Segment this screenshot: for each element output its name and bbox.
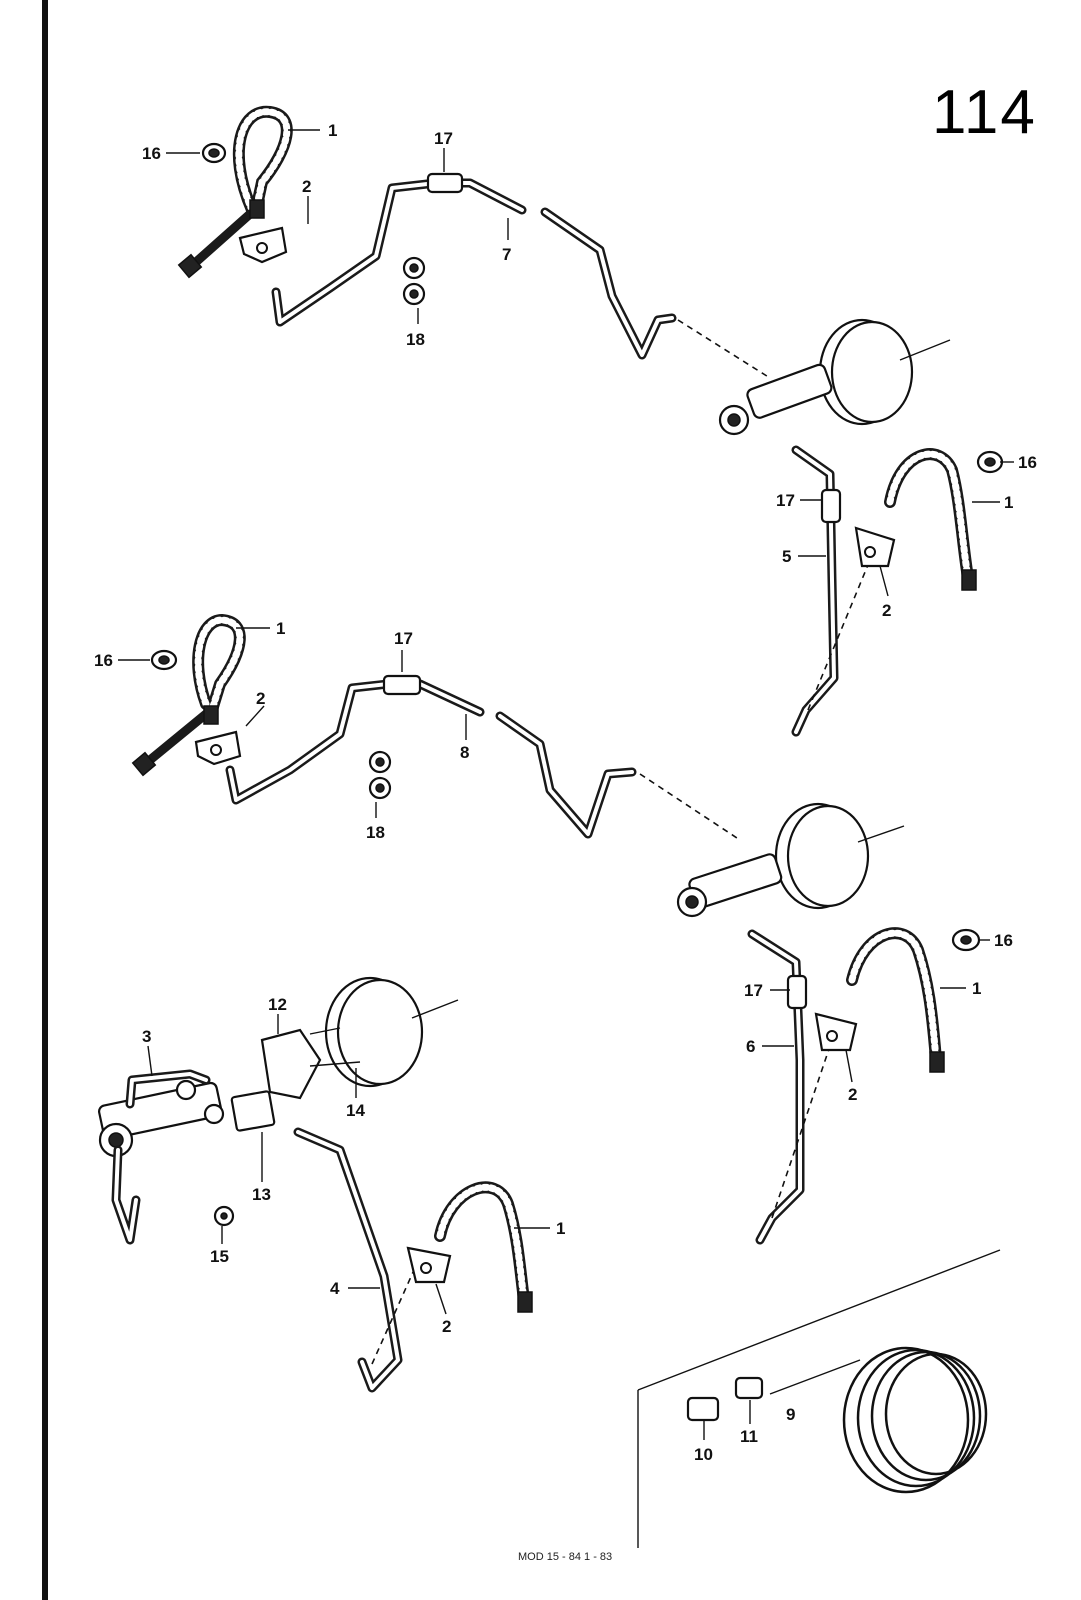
mounting-plate-12 — [260, 1028, 322, 1100]
callout-16-top-left: 16 — [142, 144, 161, 163]
callout-1-middle-right: 1 — [972, 979, 981, 998]
master-cylinder-servo-middle — [639, 773, 905, 918]
callout-1-bottom: 1 — [556, 1219, 565, 1238]
left-margin-bar — [42, 0, 48, 1600]
callout-2-bottom: 2 — [442, 1317, 451, 1336]
callout-4: 4 — [330, 1279, 340, 1298]
callout-2-top-left: 2 — [302, 177, 311, 196]
callout-17-right-top: 17 — [776, 491, 795, 510]
callout-6: 6 — [746, 1037, 755, 1056]
callout-1-top-left: 1 — [328, 121, 337, 140]
brake-pipe-7 — [271, 178, 677, 360]
brake-pipe-8 — [225, 679, 637, 839]
union-11 — [734, 1376, 764, 1400]
callout-2-middle-right: 2 — [848, 1085, 857, 1104]
clip-17-middle — [382, 674, 422, 696]
bracket-2-top-right — [854, 526, 896, 568]
assembly-bottom — [98, 976, 533, 1393]
callout-14: 14 — [346, 1101, 365, 1120]
footer-model-code: MOD 15 - 84 1 - 83 — [518, 1551, 612, 1563]
leader-lines — [118, 129, 1014, 1440]
master-cylinder-bottom — [98, 1079, 225, 1158]
callout-1-top-right: 1 — [1004, 493, 1013, 512]
callout-2-top-right: 2 — [882, 601, 891, 620]
callout-16-top-right: 16 — [1018, 453, 1037, 472]
clip-17-right-top — [820, 488, 842, 524]
callout-9: 9 — [786, 1405, 795, 1424]
callout-7: 7 — [502, 245, 511, 264]
callout-10: 10 — [694, 1445, 713, 1464]
callout-15: 15 — [210, 1247, 229, 1266]
clip-17-top — [426, 172, 464, 194]
callout-11: 11 — [740, 1427, 758, 1446]
servo-bottom — [324, 976, 459, 1088]
callout-17-top: 17 — [434, 129, 453, 148]
callout-3: 3 — [142, 1027, 151, 1046]
callout-1-middle-left: 1 — [276, 619, 285, 638]
pipe-coil-9 — [842, 1346, 988, 1494]
callout-17-right-middle: 17 — [744, 981, 763, 1000]
callout-18-top: 18 — [406, 330, 425, 349]
union-10 — [686, 1396, 720, 1422]
callout-12: 12 — [268, 995, 287, 1014]
callout-13: 13 — [252, 1185, 271, 1204]
callout-18-middle: 18 — [366, 823, 385, 842]
pipe-clip-18-middle — [368, 750, 392, 800]
pipe-clip-18-top — [402, 256, 426, 306]
callout-16-middle-left: 16 — [94, 651, 113, 670]
callout-16-middle-right: 16 — [994, 931, 1013, 950]
inset-repair-parts — [637, 1249, 1001, 1548]
callout-17-middle: 17 — [394, 629, 413, 648]
page-number: 114 — [932, 78, 1037, 147]
assembly-top — [177, 105, 1004, 737]
callout-labels: 1 16 2 17 7 18 16 17 1 5 2 1 16 2 17 8 1… — [94, 121, 1037, 1464]
callout-5: 5 — [782, 547, 791, 566]
callout-8: 8 — [460, 743, 469, 762]
assembly-middle — [131, 613, 981, 1245]
master-cylinder-servo-top — [677, 318, 951, 436]
callout-2-middle-left: 2 — [256, 689, 265, 708]
pressure-valve-13 — [230, 1090, 276, 1132]
clip-17-right-middle — [786, 974, 808, 1010]
